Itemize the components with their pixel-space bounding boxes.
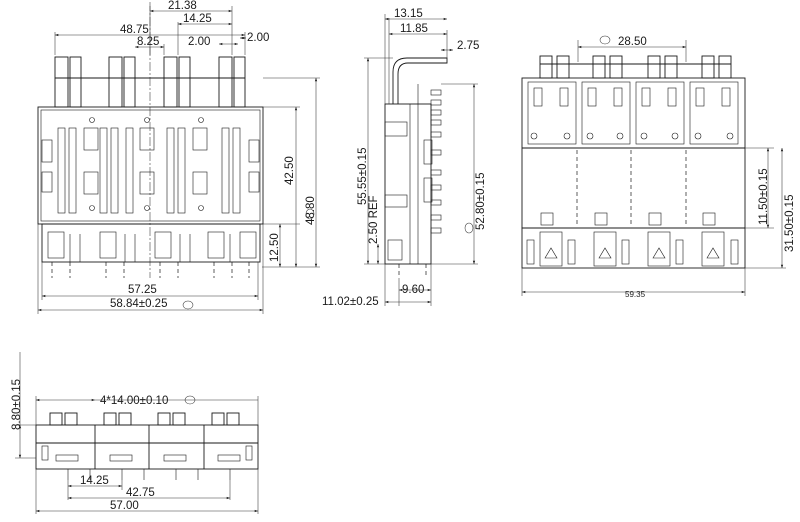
front-port-openings <box>47 231 257 262</box>
dim-side-2-50-ref: 2.50 REF <box>368 195 380 244</box>
front-view: 21.38 48.75 14.25 8.25 2.00 2.00 42.50 4… <box>37 0 320 314</box>
bottom-pins <box>67 469 231 480</box>
side-view: 13.15 11.85 2.75 55.55±0.15 2.50 REF 52.… <box>322 8 487 308</box>
rear-hidden-lines <box>576 150 687 225</box>
bottom-top-dimensions: 4*14.00±0.10 <box>35 395 259 425</box>
dim-rear-31-50: 31.50±0.15 <box>784 195 796 252</box>
side-top-dimensions: 13.15 11.85 2.75 <box>384 8 479 104</box>
side-contacts <box>423 89 442 234</box>
dim-side-2-75: 2.75 <box>457 40 479 52</box>
rear-right-dimensions: 11.50±0.15 31.50±0.15 <box>745 147 796 269</box>
dim-bottom-14-25: 14.25 <box>80 475 109 487</box>
dim-bottom-4x14: 4*14.00±0.10 <box>100 395 168 407</box>
rear-connector-base <box>521 227 746 269</box>
bottom-outer-frame <box>35 424 259 470</box>
front-bottom-dimensions: 57.25 58.84±0.25 <box>37 224 264 314</box>
dim-side-11-02: 11.02±0.25 <box>322 296 379 308</box>
dim-front-8-25: 8.25 <box>137 36 159 48</box>
bottom-bottom-dimensions: 14.25 42.75 57.00 <box>35 469 259 514</box>
dim-rear-28-50: 28.50 <box>618 36 647 48</box>
front-top-dimensions: 21.38 48.75 14.25 8.25 2.00 2.00 <box>54 0 269 55</box>
rear-top-tabs <box>539 55 732 79</box>
dim-front-48-75: 48.75 <box>120 24 149 36</box>
dim-front-2-00-a: 2.00 <box>188 36 210 48</box>
front-connector-base <box>41 223 261 263</box>
side-right-dimensions: 52.80±0.15 <box>431 83 487 265</box>
front-slots <box>41 117 260 214</box>
dim-bottom-8-80: 8.80±0.15 <box>11 379 23 430</box>
dim-front-14-25: 14.25 <box>183 13 212 25</box>
side-body <box>384 103 432 265</box>
front-pins <box>51 262 250 278</box>
dim-front-2-00-b: 2.00 <box>247 32 269 44</box>
bottom-top-tabs <box>49 412 240 426</box>
bottom-port-dividers <box>41 425 253 469</box>
dim-side-13-15: 13.15 <box>394 8 423 20</box>
dim-bottom-42-75: 42.75 <box>126 487 155 499</box>
dim-front-48-80: 48.80 <box>305 196 317 225</box>
side-left-dimensions: 55.55±0.15 2.50 REF <box>357 57 393 265</box>
dim-side-55-55: 55.55±0.15 <box>357 148 369 205</box>
rear-view: 28.50 11.50±0.15 31.50±0.15 59.35 <box>521 35 796 299</box>
dim-front-21-38: 21.38 <box>168 0 197 12</box>
rear-cage-body <box>521 77 746 229</box>
dim-front-57-25: 57.25 <box>128 284 157 296</box>
rear-latches <box>540 212 716 226</box>
dim-front-42-50: 42.50 <box>284 156 296 185</box>
front-right-dimensions: 42.50 48.80 12.50 <box>262 77 320 268</box>
dim-rear-59-35: 59.35 <box>625 290 646 299</box>
dim-rear-11-50: 11.50±0.15 <box>758 168 770 225</box>
bottom-view: 4*14.00±0.10 8.80±0.15 14.25 42.75 57.00 <box>11 352 259 514</box>
rear-contact-blocks <box>526 231 739 267</box>
rear-top-dimensions: 28.50 <box>577 35 687 62</box>
bottom-left-dimensions: 8.80±0.15 <box>11 352 36 459</box>
dim-side-11-85: 11.85 <box>400 23 428 35</box>
side-bottom-dimensions: 9.60 11.02±0.25 <box>322 264 432 308</box>
rear-port-columns <box>527 81 739 145</box>
dim-side-9-60: 9.60 <box>402 284 424 296</box>
rear-bottom-dimensions: 59.35 <box>521 268 746 299</box>
dim-bottom-57-00: 57.00 <box>110 500 139 512</box>
dim-front-12-50: 12.50 <box>269 233 281 262</box>
side-latch-arm <box>392 57 448 104</box>
dim-side-52-80: 52.80±0.15 <box>475 173 487 230</box>
dim-front-58-84: 58.84±0.25 <box>110 298 167 310</box>
